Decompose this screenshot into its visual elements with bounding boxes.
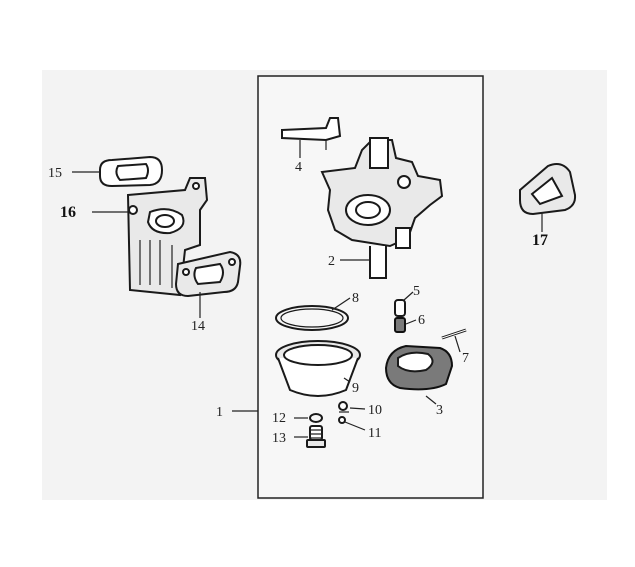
part-2-carburetor-body <box>320 137 444 279</box>
label-1: 1 <box>216 405 223 420</box>
part-16-insulator-bracket <box>126 177 209 297</box>
label-2: 2 <box>328 254 335 269</box>
label-9: 9 <box>352 381 359 396</box>
part-5-6-float-needle <box>394 299 406 333</box>
label-10: 10 <box>368 403 382 418</box>
label-12: 12 <box>272 411 286 426</box>
part-3-float <box>384 344 454 391</box>
part-14-gasket <box>174 250 242 298</box>
label-14: 14 <box>191 319 205 334</box>
label-13: 13 <box>272 431 286 446</box>
part-13-drain-bolt <box>306 425 326 448</box>
part-7-float-pin <box>441 328 467 340</box>
part-12-washer <box>309 413 323 423</box>
label-3: 3 <box>436 403 443 418</box>
part-17-gasket <box>519 163 577 216</box>
label-8: 8 <box>352 291 359 306</box>
part-8-bowl-gasket <box>275 305 349 331</box>
label-15: 15 <box>48 166 62 181</box>
part-9-float-bowl <box>275 340 361 397</box>
label-17: 17 <box>532 232 548 249</box>
leader-lines <box>72 140 543 438</box>
label-16: 16 <box>60 204 76 221</box>
label-4: 4 <box>295 160 302 175</box>
label-5: 5 <box>413 284 420 299</box>
label-7: 7 <box>462 351 469 366</box>
part-10-11-screws <box>338 401 349 424</box>
part-15-gasket <box>99 155 164 188</box>
part-4-choke-lever <box>281 117 342 150</box>
label-6: 6 <box>418 313 425 328</box>
label-11: 11 <box>368 426 381 441</box>
